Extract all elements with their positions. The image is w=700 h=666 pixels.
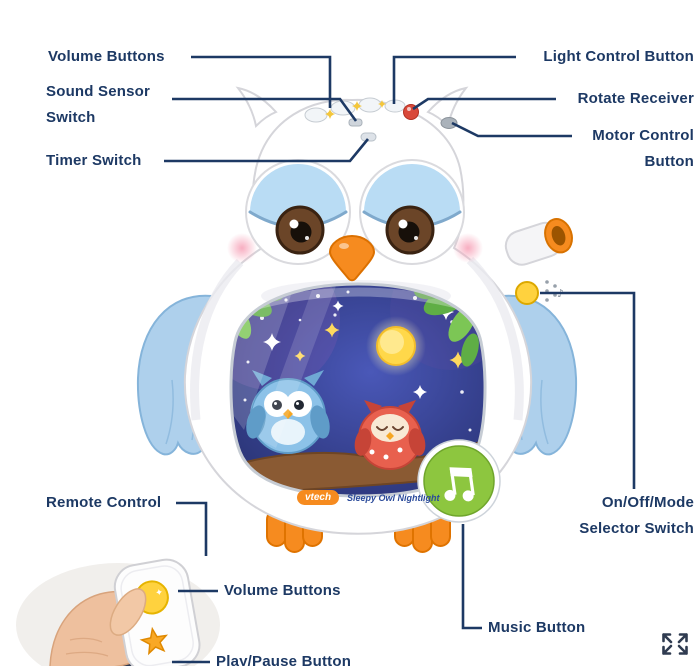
left-ear-tuft	[235, 86, 278, 129]
line-music-button	[461, 524, 482, 630]
callout-rotate-receiver: Rotate Receiver	[577, 90, 694, 107]
expand-icon	[662, 632, 688, 655]
volume-buttons-hw	[304, 107, 328, 123]
vtech-logo: vtech	[297, 490, 339, 505]
owl: ♪	[136, 86, 578, 553]
remote-photo	[16, 558, 220, 666]
callout-volume-buttons-top: Volume Buttons	[48, 48, 165, 65]
right-cheek	[453, 233, 483, 263]
red-baby-owl	[354, 400, 426, 470]
line-timer	[164, 138, 370, 163]
side-knob	[504, 218, 573, 266]
callout-light-control-button: Light Control Button	[543, 48, 694, 65]
left-eye	[245, 159, 351, 265]
callout-volume-buttons-bottom: Volume Buttons	[224, 582, 341, 599]
remote-play-pause-star-button	[139, 626, 169, 656]
on-off-mode-selector-hw	[515, 281, 539, 305]
thumb	[109, 588, 147, 636]
stars	[243, 290, 472, 432]
callout-lines	[164, 55, 636, 664]
right-ear-tuft	[426, 86, 469, 129]
callout-timer-switch: Timer Switch	[46, 152, 142, 169]
music-notes-icon	[444, 467, 475, 502]
line-rotate-receiver	[412, 97, 556, 111]
timer-switch-hw	[360, 132, 377, 142]
callout-sound-sensor-switch: Sound Sensor Switch	[46, 83, 151, 126]
callout-play-pause-button: Play/Pause Button	[216, 653, 352, 666]
left-cheek	[227, 233, 257, 263]
line-light-control	[392, 55, 516, 104]
line-motor-control	[451, 121, 572, 138]
product-name-text: Sleepy Owl Nightlight	[347, 493, 440, 503]
motor-control-button-hw	[440, 117, 458, 129]
music-button-hw	[417, 439, 501, 523]
remote-control-device	[113, 558, 201, 666]
callout-motor-control-button: Motor Control Button	[592, 127, 694, 170]
moon	[366, 316, 426, 376]
callout-remote-control: Remote Control	[46, 494, 162, 511]
line-volume-top	[191, 55, 332, 108]
expand-icon-button[interactable]	[658, 630, 692, 660]
speaker-dots	[545, 280, 557, 302]
right-eye	[359, 159, 465, 265]
belly-window-rim	[229, 282, 487, 498]
line-sound-sensor	[172, 97, 358, 122]
head-top-controls	[304, 97, 458, 142]
callout-music-button: Music Button	[488, 619, 586, 636]
blue-baby-owl	[246, 370, 330, 454]
callout-on-off-mode-selector-switch: On/Off/Mode Selector Switch	[579, 494, 694, 537]
line-remote-control	[176, 501, 208, 556]
line-on-off-mode	[540, 291, 636, 489]
